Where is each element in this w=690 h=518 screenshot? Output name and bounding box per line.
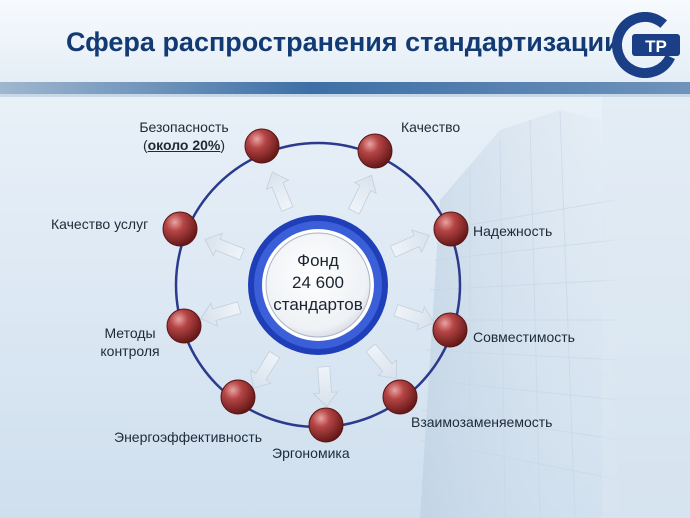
page-title: Сфера распространения стандартизации	[66, 27, 621, 57]
label-quality: Качество	[401, 119, 461, 135]
node-energy	[220, 379, 256, 415]
arrow-safety	[265, 171, 294, 212]
center-label: Фонд 24 600 стандартов	[258, 250, 378, 316]
header-stripe	[0, 82, 690, 94]
arrow-quality	[348, 174, 377, 215]
arrow-reliability	[389, 229, 431, 258]
header-stripe-accent	[0, 94, 690, 97]
label-energy: Энергоэффективность	[114, 429, 263, 445]
standards-logo: ТР	[612, 12, 680, 78]
safety-percent: около 20%	[147, 137, 221, 153]
node-interchangeability	[382, 379, 418, 415]
logo-text: ТР	[645, 37, 667, 56]
node-services	[162, 211, 198, 247]
label-methods-line-2: контроля	[100, 343, 160, 359]
label-reliability: Надежность	[473, 223, 553, 239]
arrow-services	[204, 232, 245, 261]
node-safety	[244, 128, 280, 164]
node-methods	[166, 308, 202, 344]
arrow-energy	[250, 350, 281, 389]
note-close: )	[220, 137, 226, 153]
center-line-3: стандартов	[273, 295, 363, 314]
label-compatibility: Совместимость	[473, 329, 575, 345]
node-quality	[357, 133, 393, 169]
label-ergonomics: Эргономика	[272, 445, 350, 461]
center-hub-disc	[265, 232, 371, 338]
label-services: Качество услуг	[51, 216, 149, 232]
arrow-methods	[200, 301, 242, 328]
label-safety: Безопасность (около 20%)	[126, 118, 242, 154]
node-ergonomics	[308, 407, 344, 443]
label-interchangeability: Взаимозаменяемость	[411, 414, 553, 430]
radial-arrows	[200, 171, 435, 408]
center-line-1: Фонд	[297, 251, 339, 270]
center-line-2: 24 600	[292, 273, 344, 292]
label-safety-title: Безопасность	[139, 119, 229, 135]
slide-header	[0, 0, 690, 88]
note-open: (	[142, 137, 148, 153]
label-methods-line-1: Методы	[104, 325, 156, 341]
arrow-compatibility	[393, 304, 435, 331]
node-compatibility	[432, 312, 468, 348]
label-safety-note: (около 20%)	[126, 136, 242, 154]
label-methods: Методы контроля	[94, 324, 166, 360]
arrow-interchangeability	[365, 343, 398, 379]
arrow-ergonomics	[312, 365, 339, 408]
node-reliability	[433, 211, 469, 247]
